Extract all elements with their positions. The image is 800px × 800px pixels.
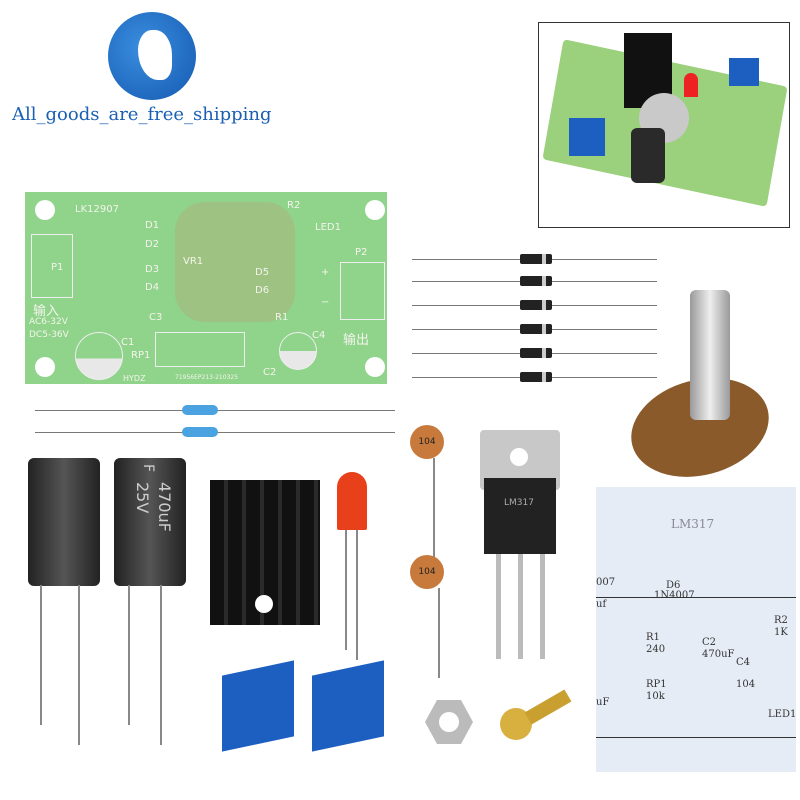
regulator-marking: LM317 [504, 498, 534, 508]
cap-rating: 470uF [155, 482, 174, 532]
schematic-title: LM317 [671, 517, 715, 531]
terminal-block [222, 660, 294, 752]
sch-c2: C2 [702, 637, 717, 648]
heatsink [210, 480, 320, 625]
label-c2: C2 [263, 367, 277, 378]
electrolytic-capacitor [28, 458, 100, 586]
cap-mark: F [140, 464, 156, 473]
sch-frag: uf [596, 599, 607, 610]
input-label: 输入 [33, 304, 60, 319]
diode [520, 372, 552, 382]
label-d3: D3 [145, 264, 160, 275]
sch-c2-val: 470uF [702, 649, 735, 660]
sch-frag: uF [596, 697, 610, 708]
sch-c4-val: 104 [736, 679, 756, 690]
minus-mark: − [321, 297, 330, 308]
label-r1: R1 [275, 312, 289, 323]
label-d6: D6 [255, 285, 270, 296]
label-c3: C3 [149, 312, 163, 323]
label-c1: C1 [121, 337, 135, 348]
label-d5: D5 [255, 267, 270, 278]
sch-r1: R1 [646, 632, 660, 643]
diode [520, 300, 552, 310]
led [337, 472, 367, 530]
diode [520, 254, 552, 264]
label-vr1: VR1 [183, 256, 204, 267]
hex-nut [425, 700, 473, 744]
diode [520, 348, 552, 358]
globe-logo [108, 12, 196, 100]
output-label: 输出 [343, 333, 370, 348]
resistor [182, 427, 218, 437]
pcb-board: LK12907 D1 D2 D3 D4 D5 D6 R1 R2 LED1 P1 … [25, 192, 387, 384]
label-d4: D4 [145, 282, 160, 293]
input-dc: DC5-36V [29, 330, 69, 340]
label-p1: P1 [51, 262, 64, 273]
plus-mark: + [321, 267, 330, 278]
diode [520, 324, 552, 334]
pcb-model: LK12907 [75, 204, 119, 215]
ceramic-capacitor: 104 [410, 425, 444, 459]
terminal-block [312, 660, 384, 752]
schematic-sheet: LM317 007 uf uF D6 1N4007 R1 240 C2 470u… [596, 487, 796, 772]
label-hydz: HYDZ [123, 374, 146, 383]
sch-d6: D6 [666, 580, 681, 591]
ceramic-capacitor: 104 [410, 555, 444, 589]
sch-frag: 007 [596, 577, 616, 588]
sch-c4: C4 [736, 657, 751, 668]
sch-r2: R2 [774, 615, 788, 626]
label-r2: R2 [287, 200, 301, 211]
brand-slogan: All_goods_are_free_shipping [12, 104, 272, 125]
diode [520, 276, 552, 286]
sch-r2-val: 1K [774, 627, 788, 638]
label-p2: P2 [355, 247, 368, 258]
sch-led: LED1 [768, 709, 797, 720]
label-c4: C4 [312, 330, 326, 341]
resistor [182, 405, 218, 415]
cap-voltage: 25V [133, 482, 152, 514]
label-rp1: RP1 [131, 350, 151, 361]
sch-r1-val: 240 [646, 644, 666, 655]
pcb-serial: 71956EP213-210325 [175, 374, 239, 381]
input-ac: AC6-32V [29, 317, 68, 327]
sch-rp1: RP1 [646, 679, 667, 690]
label-d2: D2 [145, 239, 160, 250]
label-d1: D1 [145, 220, 160, 231]
sch-d6-part: 1N4007 [654, 590, 695, 601]
sch-rp1-val: 10k [646, 691, 665, 702]
assembled-board-photo [538, 22, 790, 228]
label-led1: LED1 [315, 222, 341, 233]
electrolytic-capacitor: F 470uF 25V [114, 458, 186, 586]
